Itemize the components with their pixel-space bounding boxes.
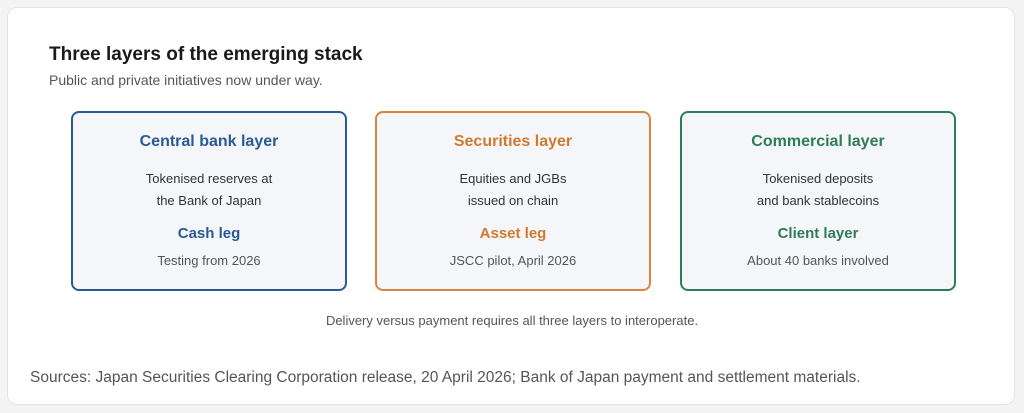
leg-status: JSCC pilot, April 2026 — [449, 253, 577, 268]
layer-description-line: the Bank of Japan — [156, 193, 262, 208]
leg-title: Client layer — [777, 225, 859, 242]
layer-title: Securities layer — [453, 133, 573, 150]
layer-description-line: Tokenised deposits — [762, 171, 874, 186]
layer-description-line: and bank stablecoins — [756, 193, 880, 208]
leg-status: Testing from 2026 — [157, 253, 261, 268]
layer-description-line: issued on chain — [467, 193, 559, 208]
layer-description-line: Tokenised reserves at — [145, 171, 273, 186]
layer-title: Central bank layer — [139, 133, 279, 150]
layer-title: Commercial layer — [751, 133, 885, 150]
layer-description: Tokenised reserves at the Bank of Japan — [73, 168, 345, 212]
leg-title: Asset leg — [479, 225, 547, 242]
leg-status: About 40 banks involved — [747, 253, 889, 268]
layer-description: Equities and JGBs issued on chain — [377, 168, 649, 212]
diagram-title: Three layers of the emerging stack — [49, 44, 363, 65]
commercial-layer-box: Commercial layer Tokenised deposits and … — [680, 111, 956, 291]
layer-description: Tokenised deposits and bank stablecoins — [682, 168, 954, 212]
sources-footnote: Sources: Japan Securities Clearing Corpo… — [30, 369, 861, 386]
central-bank-layer-box: Central bank layer Tokenised reserves at… — [71, 111, 347, 291]
securities-layer-box: Securities layer Equities and JGBs issue… — [375, 111, 651, 291]
diagram-subtitle: Public and private initiatives now under… — [49, 72, 323, 88]
layer-description-line: Equities and JGBs — [459, 171, 567, 186]
leg-title: Cash leg — [177, 225, 241, 242]
interoperability-note: Delivery versus payment requires all thr… — [325, 313, 699, 328]
